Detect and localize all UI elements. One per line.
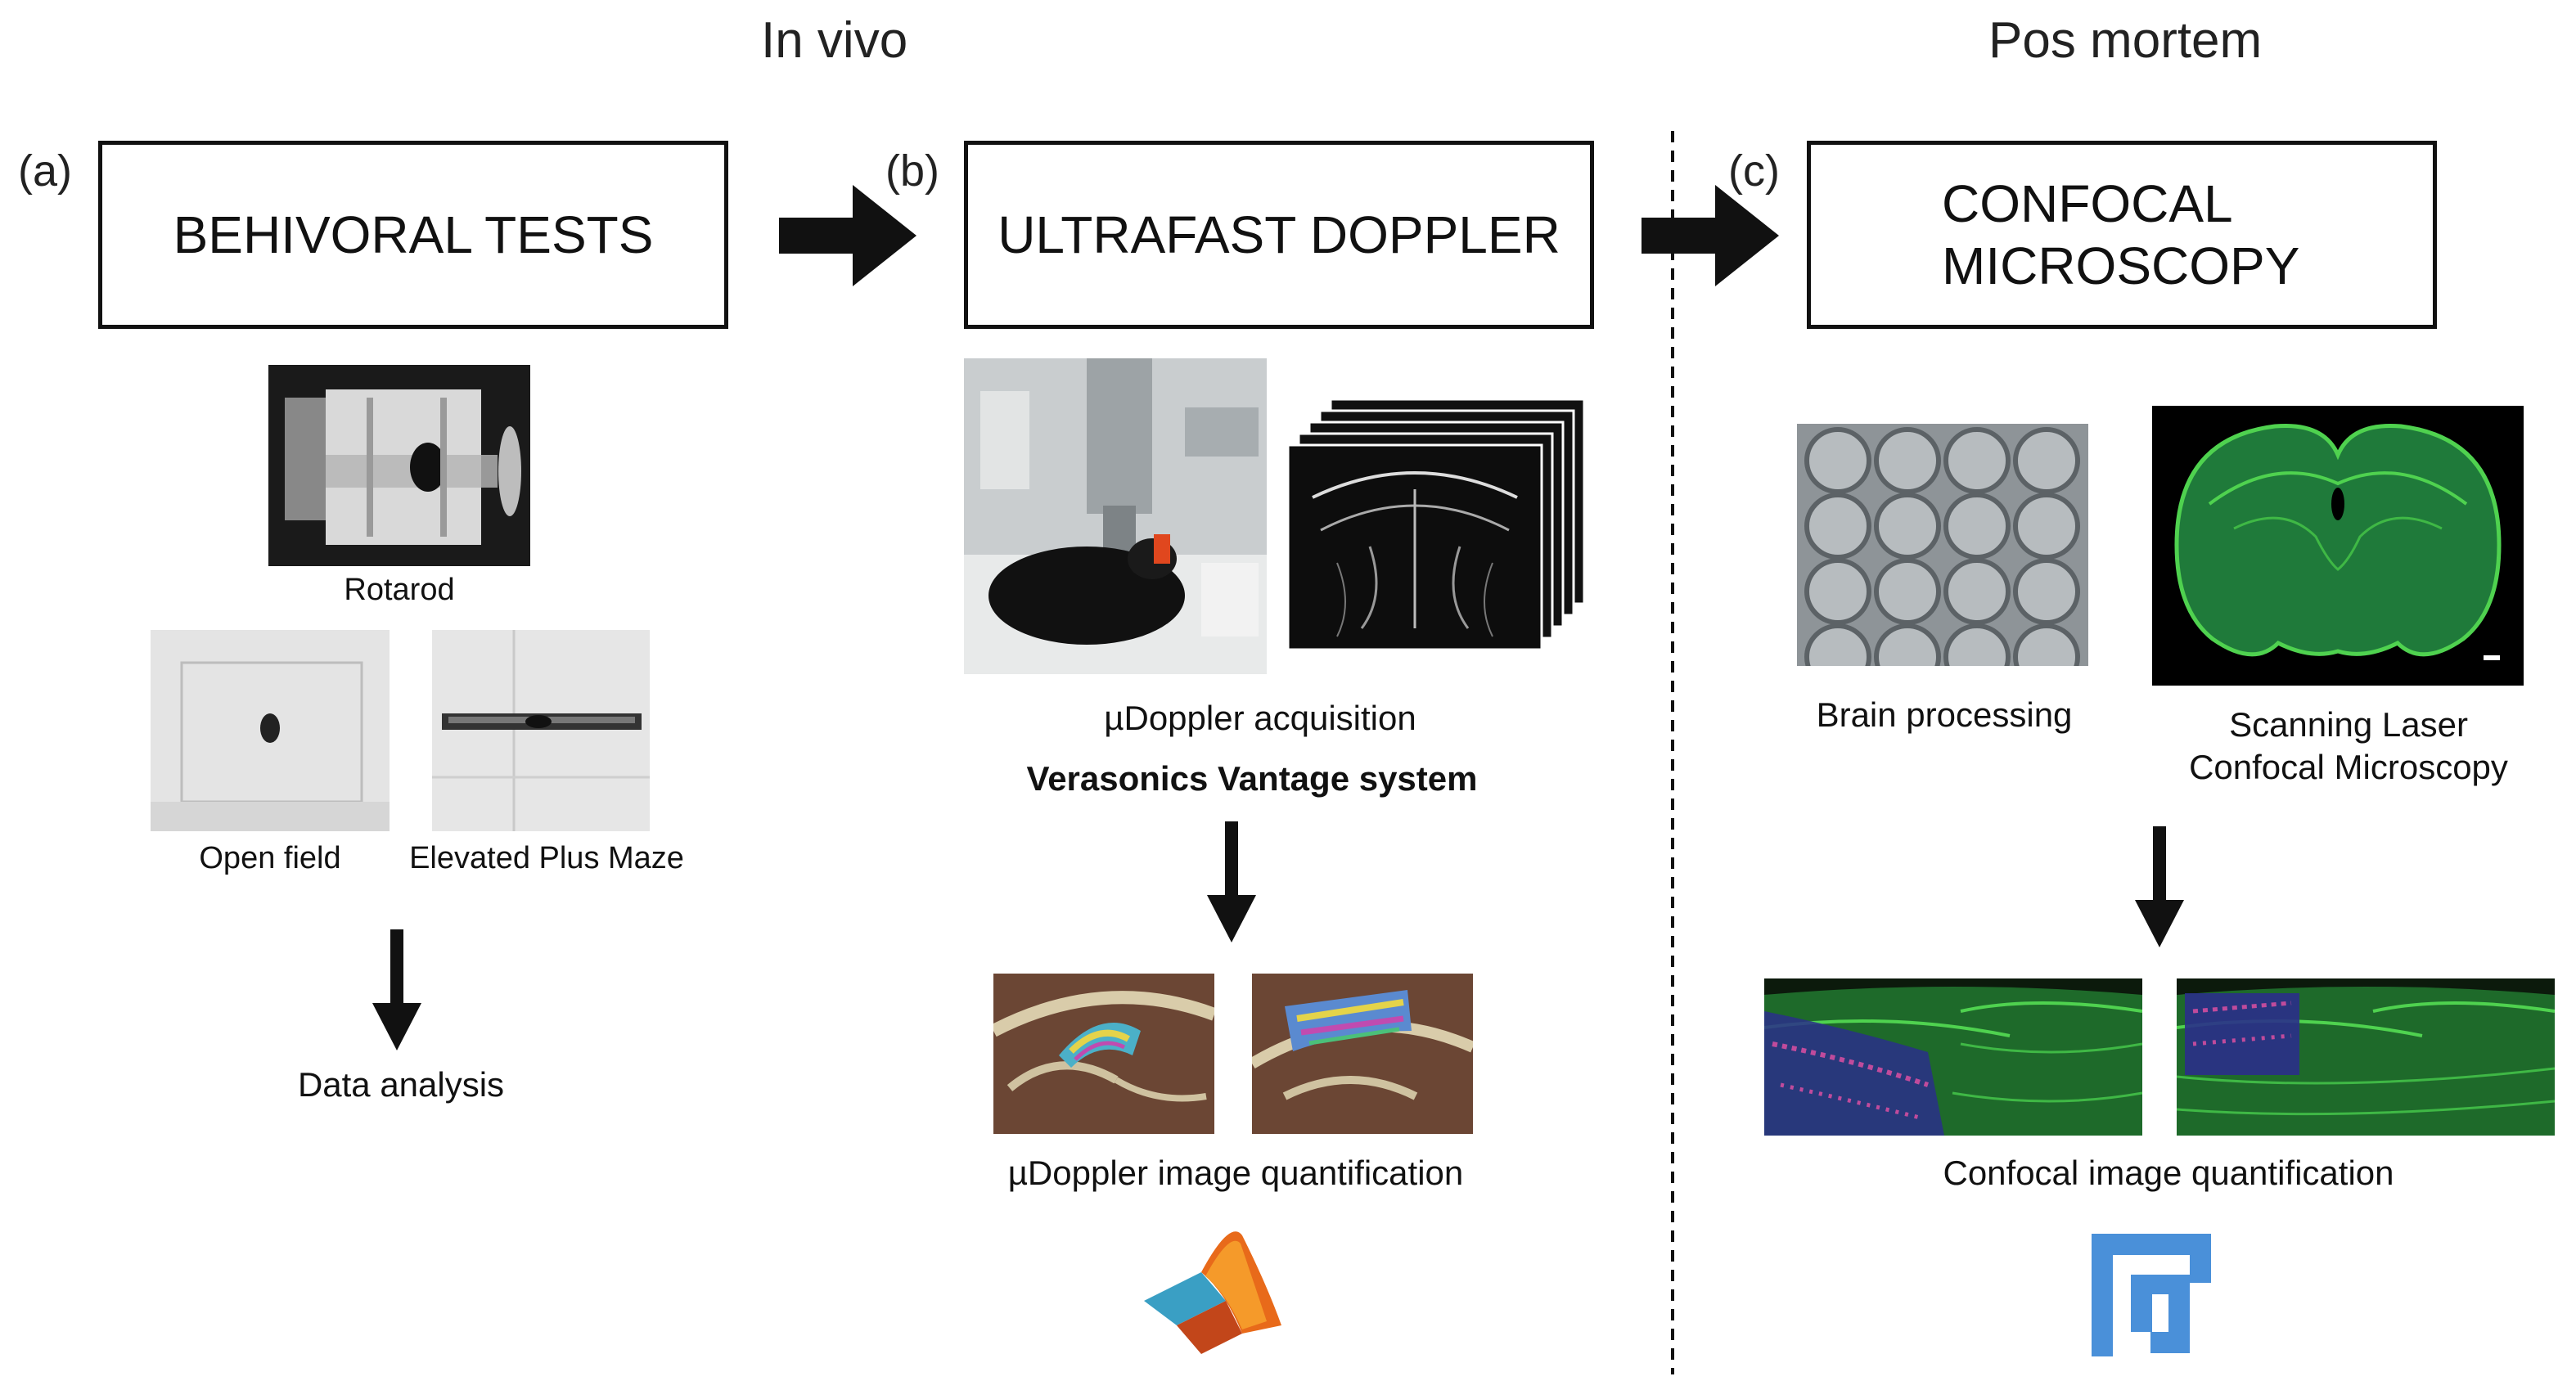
ultrafast-doppler-title: ULTRAFAST DOPPLER (998, 205, 1560, 264)
confocal-title-line1: CONFOCAL (1942, 174, 2233, 233)
doppler-frame-stack (1288, 399, 1587, 650)
panel-b-label: (b) (885, 146, 939, 196)
confocal-microscopy-box: CONFOCAL MICROSCOPY (1807, 141, 2437, 329)
data-analysis-caption: Data analysis (297, 1065, 505, 1104)
confocal-title-line2: MICROSCOPY (1942, 236, 2300, 295)
mouse-setup-photo (964, 358, 1267, 674)
doppler-quant-image-1 (993, 974, 1214, 1134)
confocal-quant-image-2 (2177, 978, 2555, 1136)
rotarod-caption: Rotarod (344, 573, 455, 607)
ultrafast-doppler-box: ULTRAFAST DOPPLER (964, 141, 1594, 329)
arrow-down-icon (2135, 826, 2184, 947)
fiji-logo-icon (2092, 1234, 2211, 1356)
elevated-plus-maze-caption: Elevated Plus Maze (409, 841, 684, 875)
arrow-down-icon (372, 929, 421, 1050)
open-field-caption: Open field (199, 841, 341, 875)
doppler-quantification-caption: µDoppler image quantification (1007, 1154, 1464, 1192)
panel-a-label: (a) (18, 146, 72, 196)
arrow-right-icon (1642, 185, 1779, 286)
pos-mortem-header: Pos mortem (1988, 12, 2263, 69)
matlab-logo-icon (1144, 1231, 1281, 1354)
arrow-down-icon (1207, 821, 1256, 942)
confocal-brain-image (2152, 406, 2524, 686)
scanning-laser-caption: Scanning Laser (2229, 705, 2468, 744)
brain-processing-caption: Brain processing (1816, 695, 2073, 734)
doppler-quant-image-2 (1252, 974, 1473, 1134)
section-divider (1671, 131, 1674, 1374)
arrow-right-icon (779, 185, 916, 286)
elevated-plus-maze-image (432, 630, 650, 831)
confocal-quantification-caption: Confocal image quantification (1943, 1154, 2394, 1192)
behavioral-tests-title: BEHIVORAL TESTS (173, 205, 654, 264)
verasonics-system-caption: Verasonics Vantage system (1026, 759, 1478, 798)
doppler-acquisition-caption: µDoppler acquisition (1104, 699, 1416, 737)
panel-c-label: (c) (1728, 146, 1780, 196)
confocal-microscopy-caption: Confocal Microscopy (2189, 748, 2508, 786)
brain-processing-image (1797, 424, 2088, 666)
in-vivo-header: In vivo (761, 12, 908, 69)
open-field-image (151, 630, 390, 831)
confocal-quant-image-1 (1764, 978, 2142, 1136)
rotarod-image (268, 365, 530, 566)
behavioral-tests-box: BEHIVORAL TESTS (98, 141, 728, 329)
